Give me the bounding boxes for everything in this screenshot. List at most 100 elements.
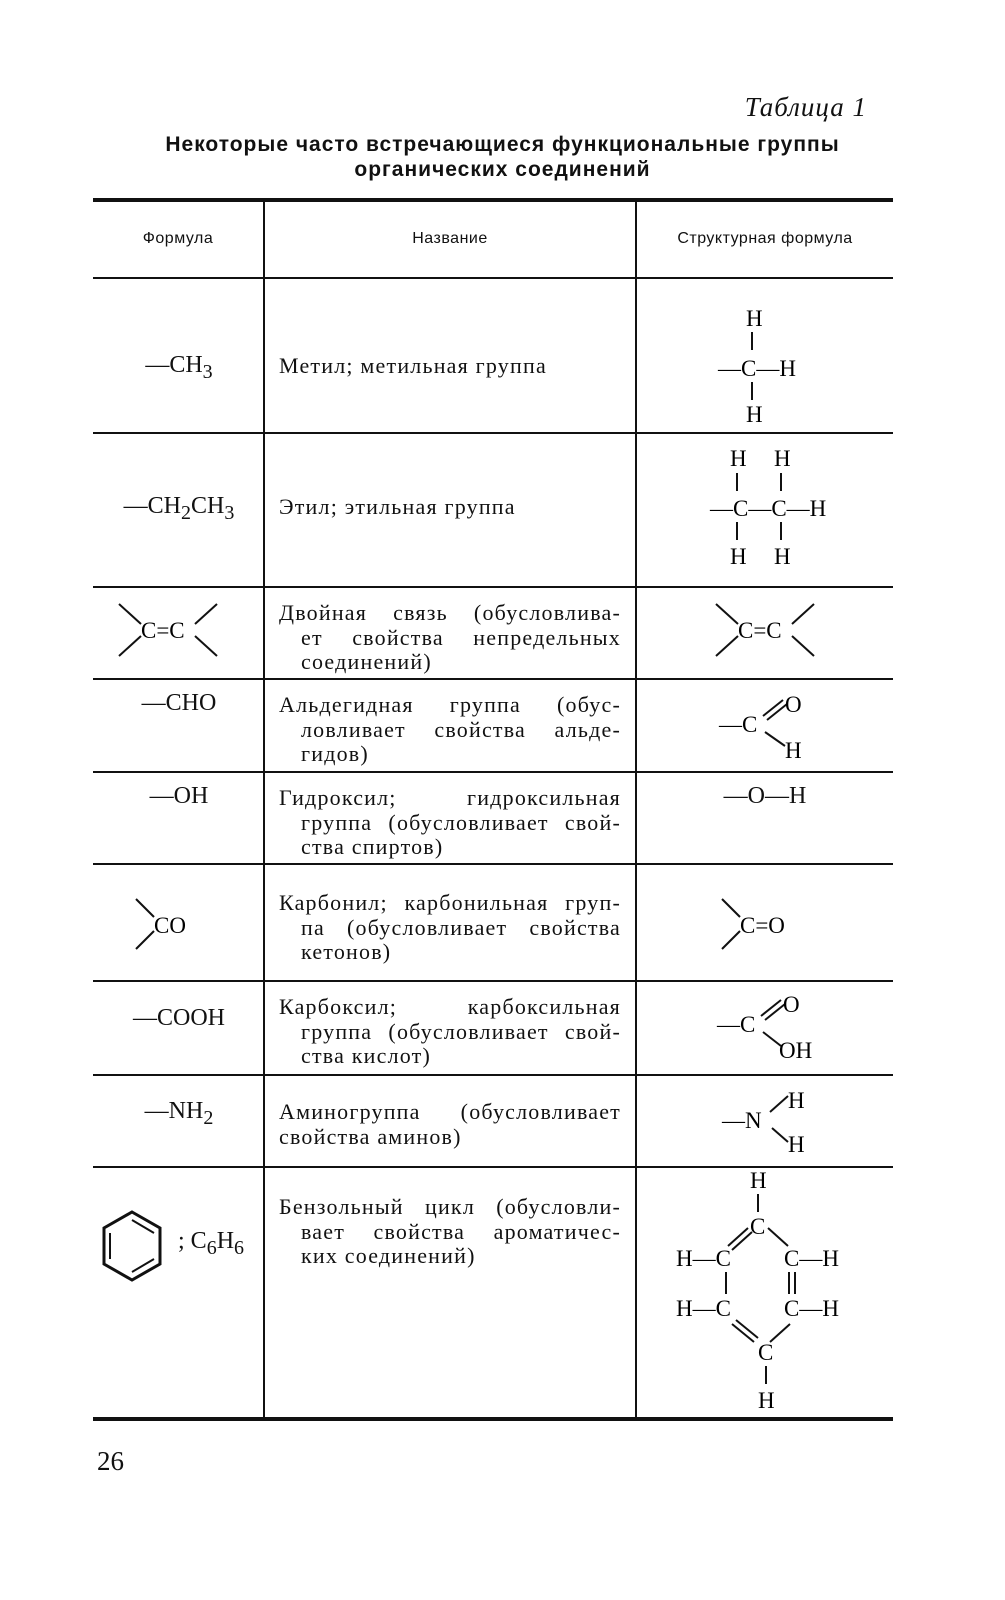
column-divider (635, 202, 637, 1417)
svg-text:C=C: C=C (141, 618, 185, 643)
structure-benzene: H C H—C C—H H—C C—H C H (676, 1168, 839, 1413)
formula-aldehyde: —CHO (141, 690, 217, 716)
name-line: Бензольный цикл (обусловли- (279, 1194, 621, 1219)
name-line: Метил; метильная группа (279, 353, 547, 378)
name-ethyl: Этил; этильная группа (279, 494, 621, 520)
svg-text:H—C: H—C (676, 1246, 731, 1271)
svg-text:C: C (758, 1340, 773, 1365)
formula-amino: —NH2 (144, 1098, 214, 1129)
formula-double-bond: C=C (118, 603, 218, 657)
formula-carbonyl: CO (135, 898, 186, 950)
column-header-name: Название (412, 230, 488, 247)
svg-text:H—C: H—C (676, 1296, 731, 1321)
column-header-formula: Формула (142, 230, 214, 247)
page-number: 26 (97, 1446, 124, 1476)
structure-ethyl: H H —C—C—H H H (709, 446, 826, 569)
table-bottom-rule (93, 1417, 893, 1421)
svg-text:—C: —C (716, 1012, 755, 1037)
row-rule (93, 771, 893, 773)
svg-text:H: H (774, 544, 791, 569)
table-label: Таблица 1 (744, 92, 867, 122)
header-rule (93, 277, 893, 279)
svg-text:C=C: C=C (738, 618, 782, 643)
name-line: ловливает свойства альде- (301, 716, 621, 742)
svg-text:H: H (758, 1388, 775, 1413)
formula-carboxyl: —COOH (132, 1005, 225, 1031)
table-top-rule (93, 198, 893, 202)
structure-aldehyde: —C O H (718, 692, 802, 763)
structure-methyl: H —C—H H (717, 306, 796, 427)
svg-text:—C: —C (718, 712, 757, 737)
svg-text:H: H (746, 306, 763, 331)
row-rule (93, 1074, 893, 1076)
name-line: ства кислот) (301, 1043, 431, 1068)
name-line: Аминогруппа (обусловливает (279, 1099, 621, 1124)
name-line: Двойная связь (обусловлива- (279, 600, 621, 625)
formula-ethyl: —CH2CH3 (123, 493, 235, 524)
name-line: свойства аминов) (279, 1123, 462, 1149)
svg-text:O: O (785, 692, 802, 717)
svg-text:—C—C—H: —C—C—H (709, 496, 826, 521)
svg-text:H: H (746, 402, 763, 427)
svg-text:C: C (750, 1214, 765, 1239)
svg-text:O: O (783, 992, 800, 1017)
svg-text:H: H (774, 446, 791, 471)
name-methyl: Метил; метильная группа (279, 353, 621, 379)
svg-text:H: H (788, 1088, 805, 1113)
name-line: Альдегидная группа (обус- (279, 692, 621, 717)
name-line: ких соединений) (301, 1243, 476, 1268)
name-line: Гидроксил; гидроксильная (279, 785, 621, 810)
svg-text:C=O: C=O (740, 913, 785, 938)
name-line: Карбоксил; карбоксильная (279, 994, 621, 1019)
svg-text:CO: CO (154, 913, 186, 938)
name-line: кетонов) (301, 939, 392, 964)
title-line-2: органических соединений (354, 158, 651, 181)
svg-text:C—H: C—H (784, 1296, 839, 1321)
formula-benzene: ; C6H6 (178, 1228, 245, 1259)
row-rule (93, 980, 893, 982)
name-amino: Аминогруппа (обусловливает свойства амин… (279, 1099, 621, 1149)
name-line: гидов) (301, 741, 369, 766)
table-title: Некоторые часто встречающиеся функционал… (0, 132, 1005, 182)
benzene-ring-icon (102, 1210, 162, 1282)
row-rule (93, 432, 893, 434)
name-line: группа (обусловливает свой- (301, 1018, 621, 1044)
structure-carboxyl: —C O OH (716, 992, 812, 1063)
name-line: ет свойства непредельных (301, 624, 621, 650)
name-carboxyl: Карбоксил; карбоксильная группа (обуслов… (279, 994, 621, 1069)
svg-text:H: H (750, 1168, 767, 1193)
row-rule (93, 863, 893, 865)
name-benzene: Бензольный цикл (обусловли- вает свойств… (279, 1194, 621, 1269)
formula-hydroxyl: —OH (149, 783, 209, 809)
svg-text:C—H: C—H (784, 1246, 839, 1271)
name-double-bond: Двойная связь (обусловлива- ет свойства … (279, 600, 621, 675)
name-carbonyl: Карбонил; карбонильная груп- па (обуслов… (279, 890, 621, 965)
svg-text:H: H (730, 446, 747, 471)
name-line: соединений) (301, 649, 432, 674)
formula-methyl: —CH3 (145, 352, 213, 383)
svg-text:OH: OH (779, 1038, 812, 1063)
name-line: Этил; этильная группа (279, 494, 516, 519)
name-line: группа (обусловливает свой- (301, 809, 621, 835)
name-aldehyde: Альдегидная группа (обус- ловливает свой… (279, 692, 621, 767)
name-hydroxyl: Гидроксил; гидроксильная группа (обуслов… (279, 785, 621, 860)
svg-text:—C—H: —C—H (717, 356, 796, 381)
column-header-structure: Структурная формула (677, 230, 853, 247)
row-rule (93, 1166, 893, 1168)
svg-text:H: H (730, 544, 747, 569)
structure-hydroxyl: —O—H (723, 783, 807, 809)
title-line-1: Некоторые часто встречающиеся функционал… (165, 133, 840, 156)
structure-amino: —N H H (721, 1088, 805, 1157)
row-rule (93, 586, 893, 588)
svg-text:—N: —N (721, 1108, 762, 1133)
structure-carbonyl: C=O (721, 898, 785, 950)
name-line: вает свойства ароматичес- (301, 1218, 621, 1244)
name-line: ства спиртов) (301, 834, 444, 859)
row-rule (93, 678, 893, 680)
svg-text:H: H (785, 738, 802, 763)
svg-text:H: H (788, 1132, 805, 1157)
structure-double-bond: C=C (715, 603, 815, 657)
column-divider (263, 202, 265, 1417)
name-line: па (обусловливает свойства (301, 914, 621, 940)
name-line: Карбонил; карбонильная груп- (279, 890, 621, 915)
